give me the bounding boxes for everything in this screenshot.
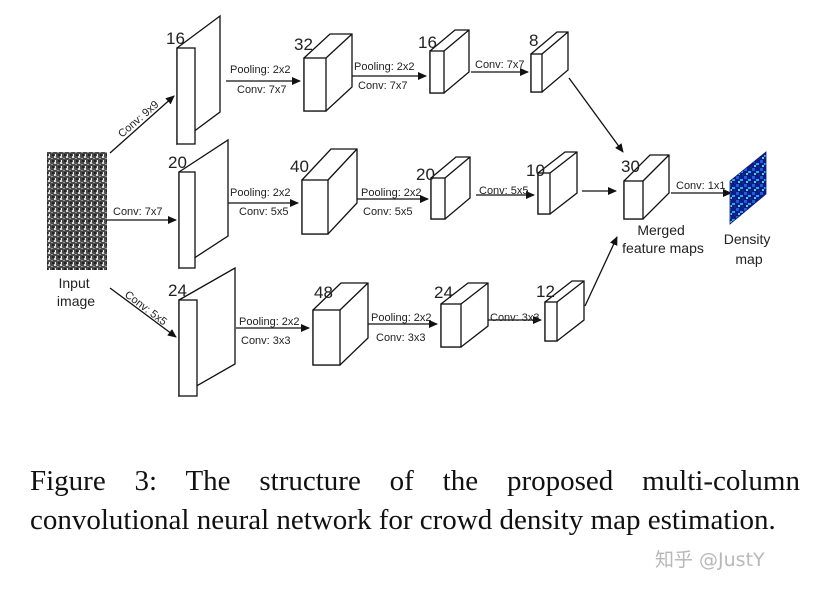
merge-arrow-col3 (584, 236, 618, 307)
block-col1-3 (429, 29, 470, 94)
block-col3-4 (544, 280, 585, 342)
block-col3-3 (440, 282, 489, 348)
merge-arrow-col1 (568, 77, 624, 153)
channels-col3-4: 12 (536, 282, 555, 301)
op-col2-2a: Pooling: 2x2 (361, 187, 422, 199)
channels-col1-1: 16 (166, 29, 185, 48)
op-col1-2a: Pooling: 2x2 (354, 61, 415, 73)
channels-col2-3: 20 (416, 165, 435, 184)
op-col2-1a: Pooling: 2x2 (230, 187, 291, 199)
input-label-line-2: image (57, 293, 95, 309)
input-arrow-col1 (109, 95, 175, 154)
block-col2-3 (430, 156, 471, 220)
op-col2-1b: Conv: 5x5 (239, 206, 289, 218)
channels-col1-4: 8 (529, 31, 538, 50)
block-col1-1 (176, 14, 221, 146)
op-col3-3a: Conv: 3x3 (490, 312, 540, 324)
input-conv-col2: Conv: 7x7 (113, 206, 163, 218)
channels-col1-3: 16 (418, 33, 437, 52)
op-col3-1b: Conv: 3x3 (241, 335, 291, 347)
input-label: Input image (57, 275, 95, 309)
channels-col3-2: 48 (314, 283, 333, 302)
channels-col2-1: 20 (168, 153, 187, 172)
density-map (729, 151, 767, 225)
output-label-line-2: map (735, 251, 762, 267)
output-label: Density map (724, 231, 775, 267)
channels-col3-3: 24 (434, 283, 453, 302)
op-col2-3a: Conv: 5x5 (479, 185, 529, 197)
watermark: 知乎 @JustY (655, 549, 765, 571)
channels-col3-1: 24 (168, 281, 187, 300)
output-label-line-1: Density (724, 231, 771, 247)
input-image (47, 152, 107, 270)
op-col1-1b: Conv: 7x7 (237, 84, 287, 96)
column-1: Conv: 9x9 16 Pooling: 2x2 Conv: 7x7 32 P… (109, 14, 624, 154)
op-col3-2b: Conv: 3x3 (376, 332, 426, 344)
column-2: Conv: 7x7 20 Pooling: 2x2 Conv: 5x5 40 P… (107, 138, 617, 270)
merged-channels: 30 (621, 157, 640, 176)
final-conv: Conv: 1x1 (676, 180, 726, 192)
merged-block (623, 154, 670, 220)
merged-label-line-1: Merged (637, 222, 684, 238)
op-col3-1a: Pooling: 2x2 (239, 316, 300, 328)
block-col1-2 (303, 33, 353, 112)
op-col1-1a: Pooling: 2x2 (230, 64, 291, 76)
op-col2-2b: Conv: 5x5 (363, 206, 413, 218)
channels-col2-4: 10 (526, 161, 545, 180)
block-col2-2 (301, 148, 358, 235)
channels-col1-2: 32 (294, 35, 313, 54)
op-col3-2a: Pooling: 2x2 (371, 312, 432, 324)
input-arrow-col3 (109, 287, 177, 338)
channels-col2-2: 40 (290, 157, 309, 176)
block-col1-4 (530, 31, 569, 93)
merged-label: Merged feature maps (622, 222, 704, 256)
figure-caption: Figure 3: The structure of the proposed … (30, 465, 800, 536)
block-col2-4 (537, 151, 578, 215)
block-col3-2 (312, 282, 369, 366)
column-3: Conv: 5x5 24 Pooling: 2x2 Conv: 3x3 48 P… (109, 236, 618, 398)
input-conv-col3: Conv: 5x5 (122, 289, 169, 328)
mcnn-architecture-diagram: Input image Conv: 9x9 16 Pooling: 2x2 Co… (47, 14, 775, 398)
block-col2-1 (178, 138, 229, 270)
op-col1-3a: Conv: 7x7 (475, 59, 525, 71)
merged-label-line-2: feature maps (622, 240, 704, 256)
input-conv-col1: Conv: 9x9 (116, 99, 161, 141)
op-col1-2b: Conv: 7x7 (358, 80, 408, 92)
input-label-line-1: Input (58, 275, 89, 291)
block-col3-1 (178, 266, 236, 398)
